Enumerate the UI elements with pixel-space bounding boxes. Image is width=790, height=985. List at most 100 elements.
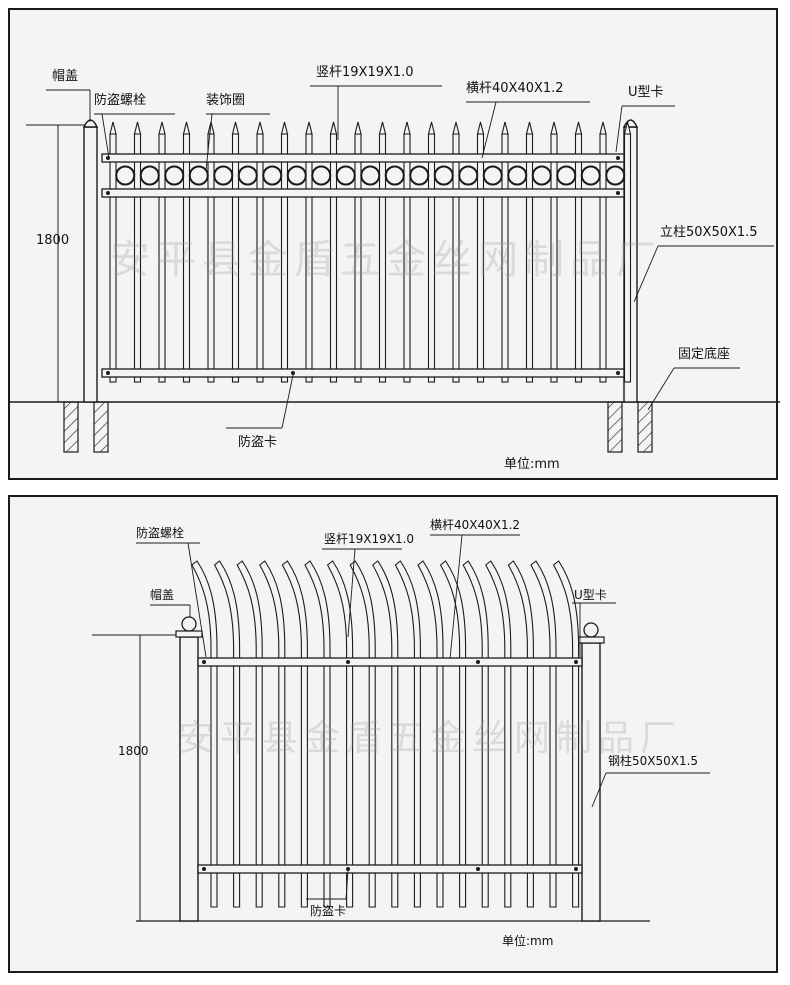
picket-spear: [550, 121, 558, 135]
bolt-dot: [616, 156, 620, 160]
footing: [607, 401, 623, 453]
label-post: 钢柱50X50X1.5: [608, 754, 699, 768]
picket-spear: [452, 121, 460, 135]
label-bolt: 防盗螺栓: [94, 93, 147, 108]
label-bolt: 防盗螺栓: [136, 526, 185, 540]
leader-bolt: [187, 542, 207, 658]
picket-spear: [403, 121, 411, 135]
decorative-ring: [384, 165, 405, 186]
label-unit: 单位:mm: [502, 934, 554, 948]
footing: [93, 401, 109, 453]
leader-picket: [347, 548, 356, 638]
bolt-dot: [574, 660, 578, 664]
decorative-ring: [409, 165, 430, 186]
label-picket: 竖杆19X19X1.0: [316, 65, 414, 80]
decorative-ring: [433, 165, 454, 186]
picket-spear: [329, 121, 338, 135]
leader-clip: [345, 870, 349, 900]
footing: [637, 401, 653, 453]
label-rail: 横杆40X40X1.2: [466, 81, 564, 96]
decorative-ring: [360, 165, 381, 186]
decorative-ring: [556, 165, 577, 186]
bolt-dot: [202, 660, 206, 664]
label-unit: 单位:mm: [504, 457, 560, 472]
label-rail: 横杆40X40X1.2: [430, 518, 521, 532]
bolt-dot: [616, 191, 620, 195]
decorative-ring: [188, 165, 209, 186]
leader-u-clip: [615, 105, 623, 153]
picket-spear: [231, 121, 240, 135]
watermark-text: 安平县金盾五金丝网制品厂: [178, 718, 683, 759]
top-fence-diagram: 帽盖 防盗螺栓 装饰圈 竖杆19X19X1.0 横杆40X40X1.2 U型卡 …: [8, 8, 780, 480]
decorative-ring: [507, 165, 528, 186]
decorative-ring: [531, 165, 552, 186]
bolt-dot: [346, 867, 350, 871]
picket-spear: [574, 121, 583, 135]
picket-spear: [599, 121, 607, 135]
picket-spear: [354, 121, 362, 135]
picket-spear: [305, 121, 313, 135]
picket-spear: [476, 121, 485, 135]
decorative-ring: [139, 165, 160, 186]
picket-spear: [158, 121, 166, 135]
bolt-dot: [476, 867, 480, 871]
label-picket: 竖杆19X19X1.0: [324, 532, 415, 546]
decorative-ring: [115, 165, 136, 186]
decorative-ring: [164, 165, 185, 186]
decorative-ring: [237, 165, 258, 186]
picket-spear: [207, 121, 215, 135]
decorative-ring: [482, 165, 503, 186]
rail-middle: [101, 188, 625, 198]
decorative-ring: [286, 165, 307, 186]
bolt-dot: [346, 660, 350, 664]
label-base: 固定底座: [678, 347, 731, 362]
picket-spear: [256, 121, 264, 135]
label-height: 1800: [36, 233, 70, 248]
bolt-dot: [202, 867, 206, 871]
top-fence-drawing: [10, 85, 780, 453]
label-cap: 帽盖: [150, 588, 175, 602]
footing: [63, 401, 79, 453]
post-left: [179, 636, 199, 922]
bolt-dot: [106, 371, 110, 375]
watermark-text: 安平县金盾五金丝网制品厂: [110, 237, 662, 283]
decorative-ring: [213, 165, 234, 186]
post-cap-plate-left: [175, 630, 203, 638]
post-cap-left: [82, 119, 99, 128]
label-decorative-ring: 装饰圈: [206, 93, 246, 108]
bottom-fence-drawing: [92, 534, 710, 922]
bolt-dot: [106, 191, 110, 195]
picket-spear: [378, 121, 387, 135]
leader-clip: [281, 374, 294, 429]
label-height: 1800: [118, 744, 149, 758]
picket-spear: [623, 121, 632, 135]
bolt-dot: [476, 660, 480, 664]
picket-spear: [501, 121, 509, 135]
post-cap-ball-right: [583, 622, 599, 638]
bottom-fence-diagram: 防盗螺栓 帽盖 竖杆19X19X1.0 横杆40X40X1.2 U型卡 钢柱50…: [8, 495, 778, 973]
label-post: 立柱50X50X1.5: [660, 225, 758, 240]
post-right: [581, 642, 601, 922]
label-anti-theft-clip: 防盗卡: [238, 435, 278, 450]
decorative-ring: [458, 165, 479, 186]
leader-post: [633, 245, 659, 303]
post-left: [83, 126, 98, 403]
decorative-ring: [580, 165, 601, 186]
rail-bottom: [197, 864, 583, 874]
bolt-dot: [574, 867, 578, 871]
bolt-dot: [291, 371, 295, 375]
post-cap-plate-right: [577, 636, 605, 644]
bolt-dot: [616, 371, 620, 375]
label-u-clip: U型卡: [574, 588, 607, 602]
rail-top: [101, 153, 625, 163]
bolt-dot: [106, 156, 110, 160]
leader-ring: [205, 113, 213, 171]
picket-spear: [427, 121, 436, 135]
label-u-clip: U型卡: [628, 85, 664, 100]
leader-rail: [449, 534, 463, 660]
leader-post: [591, 772, 607, 808]
decorative-ring: [262, 165, 283, 186]
rail-top: [197, 657, 583, 667]
decorative-ring: [335, 165, 356, 186]
picket-spear: [109, 121, 117, 135]
